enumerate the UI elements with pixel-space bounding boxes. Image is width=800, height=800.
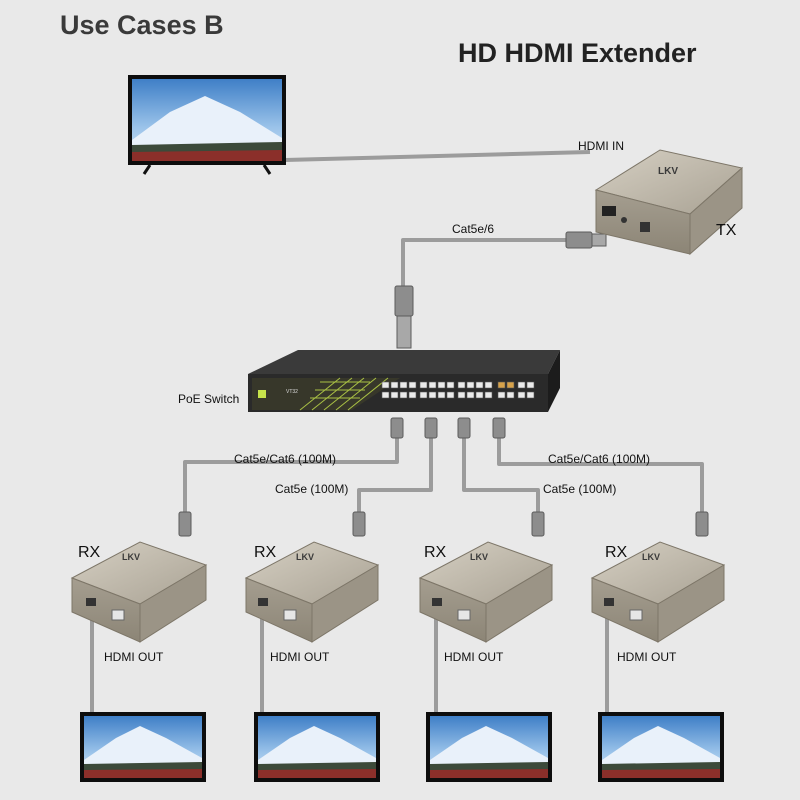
product-title: HD HDMI Extender	[458, 38, 697, 68]
rx-extender-2: LKV	[244, 541, 380, 643]
cat5e-left-label: Cat5e (100M)	[275, 482, 349, 496]
cable-rx4	[497, 428, 704, 514]
cat5e6-label: Cat5e/6	[452, 222, 495, 236]
rj45-uplink-switch	[394, 285, 414, 349]
rx-extender-1: LKV	[70, 541, 208, 643]
display-tv-3	[426, 712, 552, 782]
hdmi-out-label-4: HDMI OUT	[617, 650, 677, 664]
cat-right-label: Cat5e/Cat6 (100M)	[548, 452, 651, 466]
cat5e6-uplink-cable	[401, 238, 570, 292]
rj45-switch-port-3	[457, 417, 471, 439]
source-tv	[128, 75, 286, 175]
rx-extender-4: LKV	[590, 541, 726, 643]
hdmi-in-cable	[284, 150, 591, 162]
cat5e-right-label: Cat5e (100M)	[543, 482, 617, 496]
rx-label-2: RX	[254, 544, 277, 561]
rx-brand-4: LKV	[642, 552, 660, 562]
cable-rx3	[462, 428, 540, 514]
rj45-switch-port-1	[390, 417, 404, 439]
cat-left-label: Cat5e/Cat6 (100M)	[234, 452, 337, 466]
tx-label: TX	[716, 222, 737, 239]
hdmi-in-label: HDMI IN	[578, 139, 624, 153]
poe-switch: VT32	[248, 350, 560, 412]
rj45-switch-port-4	[492, 417, 506, 439]
rj45-switch-port-2	[424, 417, 438, 439]
cable-rx2	[357, 428, 433, 514]
display-tv-1	[80, 712, 206, 782]
rj45-rx-1	[178, 511, 192, 537]
hdmi-out-label-1: HDMI OUT	[104, 650, 164, 664]
cables	[90, 150, 704, 712]
tx-extender: LKV	[594, 149, 744, 256]
hdmi-out-label-3: HDMI OUT	[444, 650, 504, 664]
rx-brand-3: LKV	[470, 552, 488, 562]
rx-label-1: RX	[78, 544, 101, 561]
rj45-rx-4	[695, 511, 709, 537]
display-tv-4	[598, 712, 724, 782]
hdmi-out-label-2: HDMI OUT	[270, 650, 330, 664]
rj45-uplink-tx	[565, 231, 607, 249]
switch-model: VT32	[286, 389, 298, 395]
rj45-connectors	[178, 231, 709, 537]
rj45-rx-3	[531, 511, 545, 537]
tx-brand: LKV	[658, 166, 678, 177]
switch-ports	[381, 381, 535, 399]
rx-brand-1: LKV	[122, 552, 140, 562]
rj45-rx-2	[352, 511, 366, 537]
use-cases-title: Use Cases B	[60, 10, 224, 40]
rx-extender-3: LKV	[418, 541, 554, 643]
poe-switch-label: PoE Switch	[178, 392, 240, 406]
cable-rx1	[183, 428, 399, 514]
display-tv-2	[254, 712, 380, 782]
rx-label-4: RX	[605, 544, 628, 561]
rx-label-3: RX	[424, 544, 447, 561]
rx-brand-2: LKV	[296, 552, 314, 562]
